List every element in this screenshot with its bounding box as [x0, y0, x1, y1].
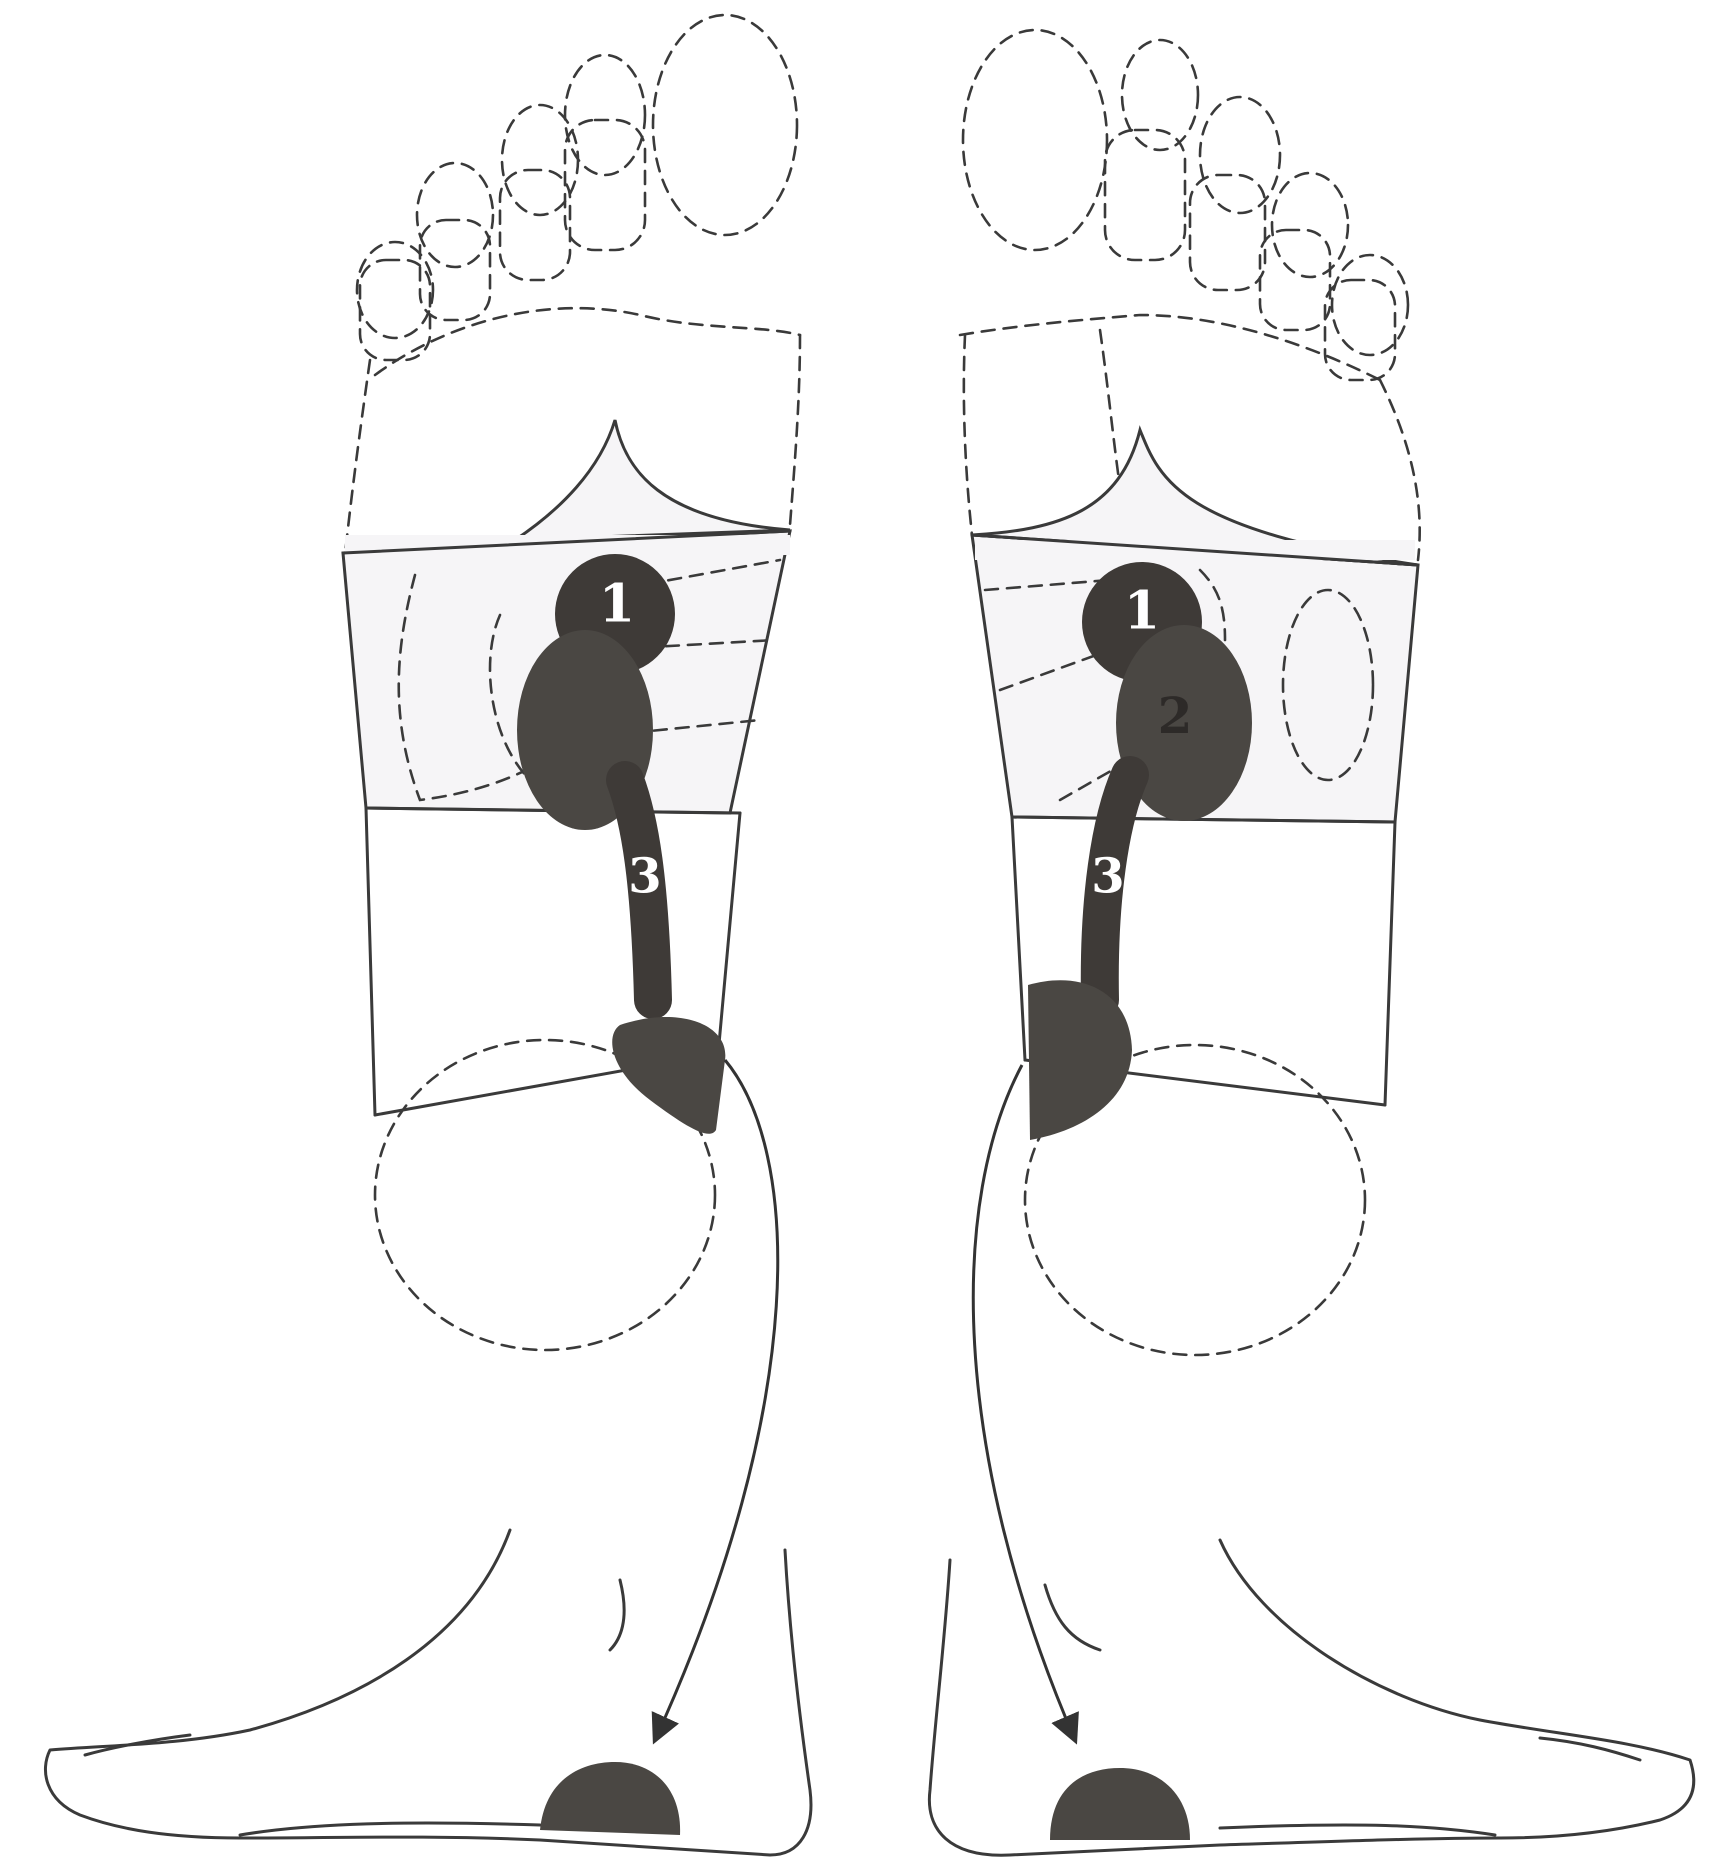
right-point-4-heel	[1028, 980, 1132, 1140]
right-label-1: 1	[1124, 581, 1160, 642]
right-sole-side	[1012, 817, 1025, 1060]
left-sole-side	[366, 808, 375, 1115]
right-foot-sole: 1 2 3	[929, 30, 1693, 1855]
right-label-2: 2	[1158, 686, 1193, 745]
left-toes-outline	[357, 15, 797, 360]
right-ankle-profile	[929, 1540, 1693, 1855]
left-foot-sole: 1 3	[45, 15, 810, 1855]
left-ball-outline	[375, 308, 800, 375]
left-arrow	[655, 1060, 778, 1740]
left-label-3: 3	[628, 849, 661, 905]
left-point-5-ankle	[540, 1762, 680, 1835]
left-point-4-heel	[612, 1017, 725, 1134]
left-ankle-profile	[45, 1530, 810, 1855]
right-label-3: 3	[1091, 849, 1124, 905]
right-toes-outline	[963, 30, 1408, 380]
left-zone-peak	[515, 420, 790, 540]
left-label-1: 1	[599, 574, 635, 635]
right-ball-outline	[960, 315, 1380, 380]
right-point-5-ankle	[1050, 1768, 1190, 1840]
left-sole-edge	[345, 360, 370, 555]
right-arrow	[973, 1065, 1075, 1740]
left-sole-edge-inner	[790, 335, 800, 525]
